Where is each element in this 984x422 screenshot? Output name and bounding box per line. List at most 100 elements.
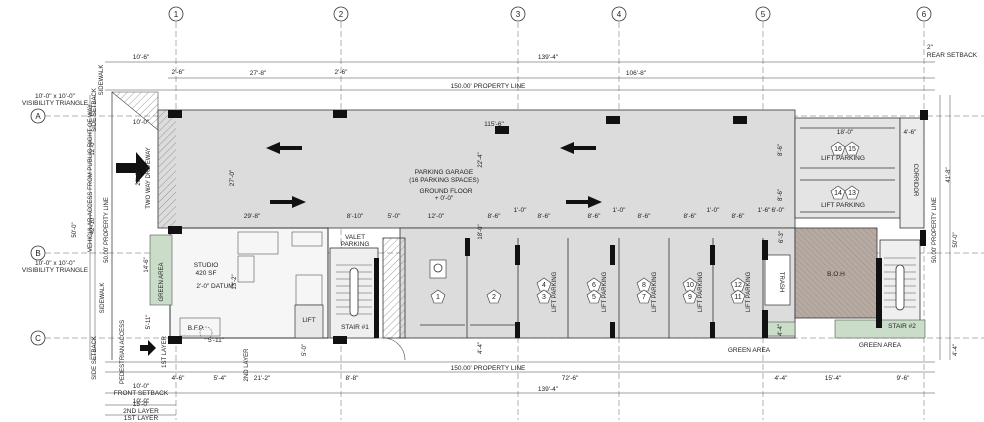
layer-label: 2ND LAYER bbox=[244, 348, 250, 382]
grid-label-1: 1 bbox=[174, 10, 179, 19]
corridor-label: CORRIDOR bbox=[912, 164, 918, 197]
stall-number: 9 bbox=[688, 294, 692, 301]
stall-number: 13 bbox=[848, 190, 856, 197]
dim-bottom: 72'-6" bbox=[562, 375, 579, 382]
dim-bottom: 15'-4" bbox=[825, 375, 842, 382]
dim-mid: 1'-0" bbox=[514, 207, 528, 214]
stall-number: 16 bbox=[834, 146, 842, 153]
green-area-label: GREEN AREA bbox=[728, 347, 771, 354]
dim-top: 2'-6" bbox=[335, 69, 349, 76]
dim-mid: 8'-6" bbox=[538, 213, 552, 220]
property-line-bottom: 150.00' PROPERTY LINE bbox=[451, 365, 526, 372]
dim-mid: 27'-0" bbox=[229, 169, 236, 186]
dim-left: 14'-6" bbox=[144, 257, 150, 272]
stair-2-label: STAIR #2 bbox=[888, 323, 916, 330]
lift-parking-label: LIFT PARKING bbox=[821, 155, 865, 162]
sidewalk-label: SIDEWALK bbox=[100, 283, 106, 314]
layer-label: 1ST LAYER bbox=[162, 335, 168, 367]
grid-label-2: 2 bbox=[339, 10, 344, 19]
stall-number: 15 bbox=[848, 146, 856, 153]
stall-number: 14 bbox=[834, 190, 842, 197]
stall-number: 7 bbox=[642, 294, 646, 301]
dim-mid: 1'-0" bbox=[613, 207, 627, 214]
layer-label: 2ND LAYER bbox=[123, 408, 159, 415]
dim-mid: 8'-6" bbox=[488, 213, 502, 220]
dim-top: 10'-6" bbox=[133, 54, 150, 61]
layer-label: 1ST LAYER bbox=[124, 415, 159, 422]
property-line-left: 50.00' PROPERTY LINE bbox=[104, 197, 110, 263]
dim-mid: 8'-6" bbox=[588, 213, 602, 220]
dim-mid: 4'-4" bbox=[778, 324, 784, 336]
stall-number: 3 bbox=[542, 294, 546, 301]
grid-label-a: A bbox=[35, 112, 41, 121]
dim-bottom: 8'-8" bbox=[346, 375, 360, 382]
lift-parking-label: LIFT PARKING bbox=[746, 271, 752, 312]
dim-bottom: 15'-0" bbox=[133, 401, 150, 408]
stair-1-label: STAIR #1 bbox=[341, 324, 369, 331]
structural-columns bbox=[168, 110, 928, 344]
dim-left: 20'-0" bbox=[136, 170, 142, 185]
dim-top: 106'-8" bbox=[626, 70, 647, 77]
lift-parking-label: LIFT PARKING bbox=[652, 271, 658, 312]
stall-number: 4 bbox=[542, 282, 546, 289]
rear-setback-label: REAR SETBACK bbox=[927, 52, 978, 59]
green-area-left bbox=[149, 234, 173, 306]
stall-number: 1 bbox=[436, 294, 440, 301]
side-setback-label: SIDE SETBACK bbox=[92, 336, 98, 380]
boh-label: B.O.H bbox=[827, 271, 845, 278]
dim-left: 42'-10" bbox=[90, 216, 96, 235]
grid-bubble-1 bbox=[168, 6, 184, 22]
datum-label: 2'-0" DATUM bbox=[196, 283, 233, 290]
dim-bottom: 139'-4" bbox=[538, 386, 559, 393]
dim-mid: 4'-6" bbox=[904, 129, 918, 136]
dim-mid: 18'-0" bbox=[837, 129, 854, 136]
dim-left: 5'-11" bbox=[146, 315, 152, 330]
valet-parking-label: PARKING bbox=[341, 241, 370, 248]
driveway-label: TWO WAY DRIVEWAY bbox=[146, 147, 152, 209]
grid-bubble-4 bbox=[611, 6, 627, 22]
dim-bottom: 10'-0" bbox=[133, 398, 150, 405]
lift-parking-label: LIFT PARKING bbox=[821, 202, 865, 209]
dimension-lines bbox=[89, 61, 951, 416]
dim-mid: 18'-0" bbox=[478, 224, 484, 239]
garage-spaces: (16 PARKING SPACES) bbox=[409, 177, 479, 184]
dim-right: 4'-4" bbox=[953, 344, 959, 356]
grid-bubble-3 bbox=[510, 6, 526, 22]
dim-mid: 8'-6" bbox=[732, 213, 746, 220]
dim-left: 10'-0" bbox=[133, 119, 150, 126]
visibility-triangle-dim: 10'-0" x 10'-0" bbox=[35, 93, 76, 100]
garage-floor bbox=[157, 109, 796, 229]
dim-left: 5'-11" bbox=[208, 337, 225, 344]
grid-bubble-b bbox=[30, 245, 46, 261]
studio-label: STUDIO bbox=[194, 262, 219, 269]
side-setback-label: SIDE SETBACK bbox=[92, 88, 98, 132]
dim-mid: 8'-10" bbox=[347, 213, 364, 220]
grid-bubble-c bbox=[30, 330, 46, 346]
dim-mid: 8'-6" bbox=[684, 213, 698, 220]
valet-label: VALET bbox=[345, 234, 365, 241]
dim-mid: 1'-6" bbox=[758, 207, 772, 214]
dim-mid: 5'-0" bbox=[302, 344, 308, 356]
grid-label-6: 6 bbox=[922, 10, 927, 19]
garage-title: PARKING GARAGE bbox=[415, 169, 474, 176]
ground-floor-elevation: + 0'-0" bbox=[435, 195, 454, 202]
dim-bottom: 4'-6" bbox=[172, 375, 186, 382]
ground-floor-label: GROUND FLOOR bbox=[419, 188, 472, 195]
dim-mid: 6'-3" bbox=[779, 231, 785, 243]
visibility-triangle-label: VISIBILITY TRIANGLE bbox=[22, 100, 89, 107]
pedestrian-access-label: PEDESTRIAN ACCESS bbox=[120, 320, 126, 384]
stall-number: 11 bbox=[734, 294, 741, 301]
lift-parking-label: LIFT PARKING bbox=[698, 271, 704, 312]
lift-parking-label: LIFT PARKING bbox=[552, 271, 558, 312]
grid-label-c: C bbox=[35, 334, 41, 343]
dim-mid: 29'-8" bbox=[244, 213, 261, 220]
dim-left: 12'-0" bbox=[90, 140, 96, 155]
dim-mid: 6'-0" bbox=[772, 207, 786, 214]
dim-left: 50'-0" bbox=[72, 222, 78, 237]
lift-shaft bbox=[294, 304, 324, 339]
grid-label-5: 5 bbox=[761, 10, 766, 19]
bfp-label: B.F.P. bbox=[188, 325, 205, 332]
green-area-label: GREEN AREA bbox=[859, 342, 902, 349]
